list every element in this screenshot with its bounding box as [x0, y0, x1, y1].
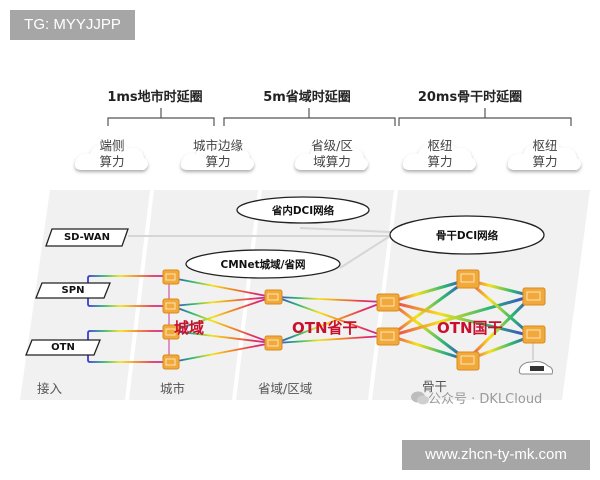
- router-icon: [522, 325, 546, 344]
- cloud-icon: [402, 141, 476, 170]
- layer-label-provincial: 省域/区域: [258, 381, 313, 396]
- provincial-dci-label: 省内DCI网络: [271, 205, 335, 217]
- metro-links: [171, 277, 273, 363]
- router-icon: [376, 327, 400, 346]
- url-badge: www.zhcn-ty-mk.com: [402, 440, 590, 470]
- zone-title-metro: 1ms地市时延圈: [107, 90, 203, 105]
- watermark-text: 公众号 · DKLCloud: [428, 392, 543, 407]
- backbone-links: [389, 278, 534, 362]
- domain-label-metro: 城域: [174, 319, 205, 337]
- cloud-icon: [294, 141, 368, 170]
- router-icon: [162, 324, 180, 340]
- cloud-device-compute: 端侧算力: [72, 134, 152, 176]
- access-links: [87, 275, 168, 363]
- wechat-icon: [411, 391, 429, 405]
- cmnet-label: CMNet城域/省网: [220, 259, 306, 271]
- cloud-hub-compute-2: 枢纽算力: [505, 134, 585, 176]
- router-icon: [522, 287, 546, 306]
- access-label-otn: OTN: [51, 342, 75, 353]
- layer-label-backbone: 骨干: [422, 379, 448, 394]
- domain-label-provincial-otn: OTN省干: [292, 319, 358, 337]
- domain-label-national-otn: OTN国干: [437, 319, 503, 337]
- router-nodes: [162, 269, 546, 371]
- layer-label-access: 接入: [37, 381, 63, 396]
- cloud-icon: [507, 141, 581, 170]
- cloud-hub-compute-1: 枢纽算力: [400, 134, 480, 176]
- device-cloud-icon: [518, 361, 553, 375]
- tag-box-otn: [25, 339, 101, 356]
- router-icon: [162, 354, 180, 370]
- tg-badge: TG: MYYJJPP: [10, 10, 135, 40]
- router-icon: [162, 269, 180, 285]
- zone-title-provincial: 5m省域时延圈: [263, 90, 351, 105]
- router-icon: [264, 289, 283, 305]
- backbone-dci-label: 骨干DCI网络: [435, 230, 499, 242]
- router-icon: [456, 351, 480, 371]
- ellipse-cmnet: [185, 249, 341, 279]
- tag-box-sdwan: [45, 228, 129, 247]
- layer-label-city: 城市: [160, 381, 186, 396]
- router-icon: [162, 298, 180, 314]
- cloud-city-edge-compute: 城市边缘算力: [178, 134, 258, 176]
- band-city: [129, 190, 258, 400]
- provincial-links: [275, 296, 385, 344]
- router-icon: [264, 335, 283, 351]
- cloud-icon: [180, 141, 254, 170]
- cloud-icon: [74, 141, 148, 170]
- access-label-spn: SPN: [61, 285, 85, 296]
- cloud-provincial-compute: 省级/区域算力: [292, 134, 372, 176]
- ellipse-backbone-dci: [389, 215, 545, 255]
- access-label-sdwan: SD-WAN: [63, 232, 111, 243]
- router-icon: [376, 293, 400, 312]
- router-icon: [456, 269, 480, 289]
- tag-box-spn: [35, 282, 111, 299]
- ellipse-provincial-dci: [236, 196, 370, 224]
- zone-title-backbone: 20ms骨干时延圈: [417, 90, 523, 105]
